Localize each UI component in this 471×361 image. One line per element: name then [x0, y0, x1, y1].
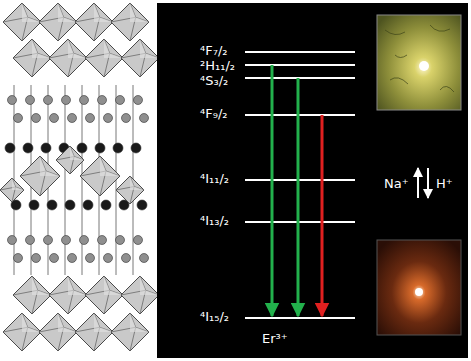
- exchange-label: Na⁺: [384, 177, 409, 190]
- level-label: ⁴I₁₃/₂: [200, 214, 229, 227]
- atom: [47, 200, 57, 210]
- octahedron: [111, 313, 149, 351]
- atom: [8, 96, 17, 105]
- octahedron: [0, 178, 24, 202]
- octahedron: [13, 276, 51, 314]
- atom: [26, 236, 35, 245]
- octahedron: [56, 146, 84, 174]
- atom: [140, 254, 149, 263]
- octahedron: [20, 156, 60, 196]
- atom: [29, 200, 39, 210]
- octahedron: [80, 156, 120, 196]
- atom: [80, 236, 89, 245]
- atom: [62, 96, 71, 105]
- atom: [32, 254, 41, 263]
- atom: [116, 96, 125, 105]
- emission-arrow: [321, 115, 324, 316]
- atom: [32, 114, 41, 123]
- atom: [86, 114, 95, 123]
- octahedron: [3, 313, 41, 351]
- atom: [134, 96, 143, 105]
- emission-arrow: [297, 78, 300, 316]
- atom: [137, 200, 147, 210]
- atom: [80, 96, 89, 105]
- octahedron: [75, 313, 113, 351]
- octahedron: [49, 276, 87, 314]
- atom: [104, 254, 113, 263]
- octahedron: [39, 313, 77, 351]
- octahedron: [85, 39, 123, 77]
- atom: [134, 236, 143, 245]
- atom: [95, 143, 105, 153]
- atom: [8, 236, 17, 245]
- octahedron: [75, 3, 113, 41]
- ion-label: Er³⁺: [262, 332, 288, 345]
- octahedron: [111, 3, 149, 41]
- atom: [26, 96, 35, 105]
- level-label: ⁴I₁₅/₂: [200, 310, 229, 323]
- atom: [122, 114, 131, 123]
- atom: [98, 236, 107, 245]
- atom: [116, 236, 125, 245]
- light-spot: [415, 288, 423, 296]
- atom: [50, 114, 59, 123]
- atom: [104, 114, 113, 123]
- level-label: ²H₁₁/₂: [200, 59, 235, 72]
- atom: [98, 96, 107, 105]
- exchange-label: H⁺: [436, 177, 453, 190]
- exchange-arrow: [427, 168, 429, 198]
- photo: [377, 15, 461, 110]
- atom: [14, 254, 23, 263]
- atom: [62, 236, 71, 245]
- atom: [5, 143, 15, 153]
- level-label: ⁴I₁₁/₂: [200, 172, 229, 185]
- level-label: ⁴F₇/₂: [200, 44, 228, 57]
- atom: [50, 254, 59, 263]
- atom: [44, 96, 53, 105]
- atom: [86, 254, 95, 263]
- light-spot: [419, 61, 429, 71]
- atom: [113, 143, 123, 153]
- atom: [77, 143, 87, 153]
- atom: [68, 254, 77, 263]
- octahedron: [121, 276, 159, 314]
- atom: [131, 143, 141, 153]
- emission-arrow: [271, 65, 274, 316]
- exchange-arrow: [417, 168, 419, 198]
- atom: [41, 143, 51, 153]
- level-label: ⁴F₉/₂: [200, 107, 228, 120]
- energy-levels: [245, 52, 355, 318]
- atom: [14, 114, 23, 123]
- dark-panel: [157, 3, 468, 358]
- crystal-structure: [0, 3, 159, 351]
- atom: [83, 200, 93, 210]
- octahedron: [3, 3, 41, 41]
- atom: [44, 236, 53, 245]
- atom: [101, 200, 111, 210]
- octahedron: [39, 3, 77, 41]
- photo-texture: [385, 25, 454, 92]
- atom: [140, 114, 149, 123]
- photo: [377, 240, 461, 335]
- atom: [122, 254, 131, 263]
- atom: [65, 200, 75, 210]
- octahedron: [116, 176, 144, 204]
- octahedron: [49, 39, 87, 77]
- octahedron: [13, 39, 51, 77]
- octahedron: [121, 39, 159, 77]
- level-label: ⁴S₃/₂: [200, 74, 228, 87]
- atom: [23, 143, 33, 153]
- atom: [68, 114, 77, 123]
- octahedron: [85, 276, 123, 314]
